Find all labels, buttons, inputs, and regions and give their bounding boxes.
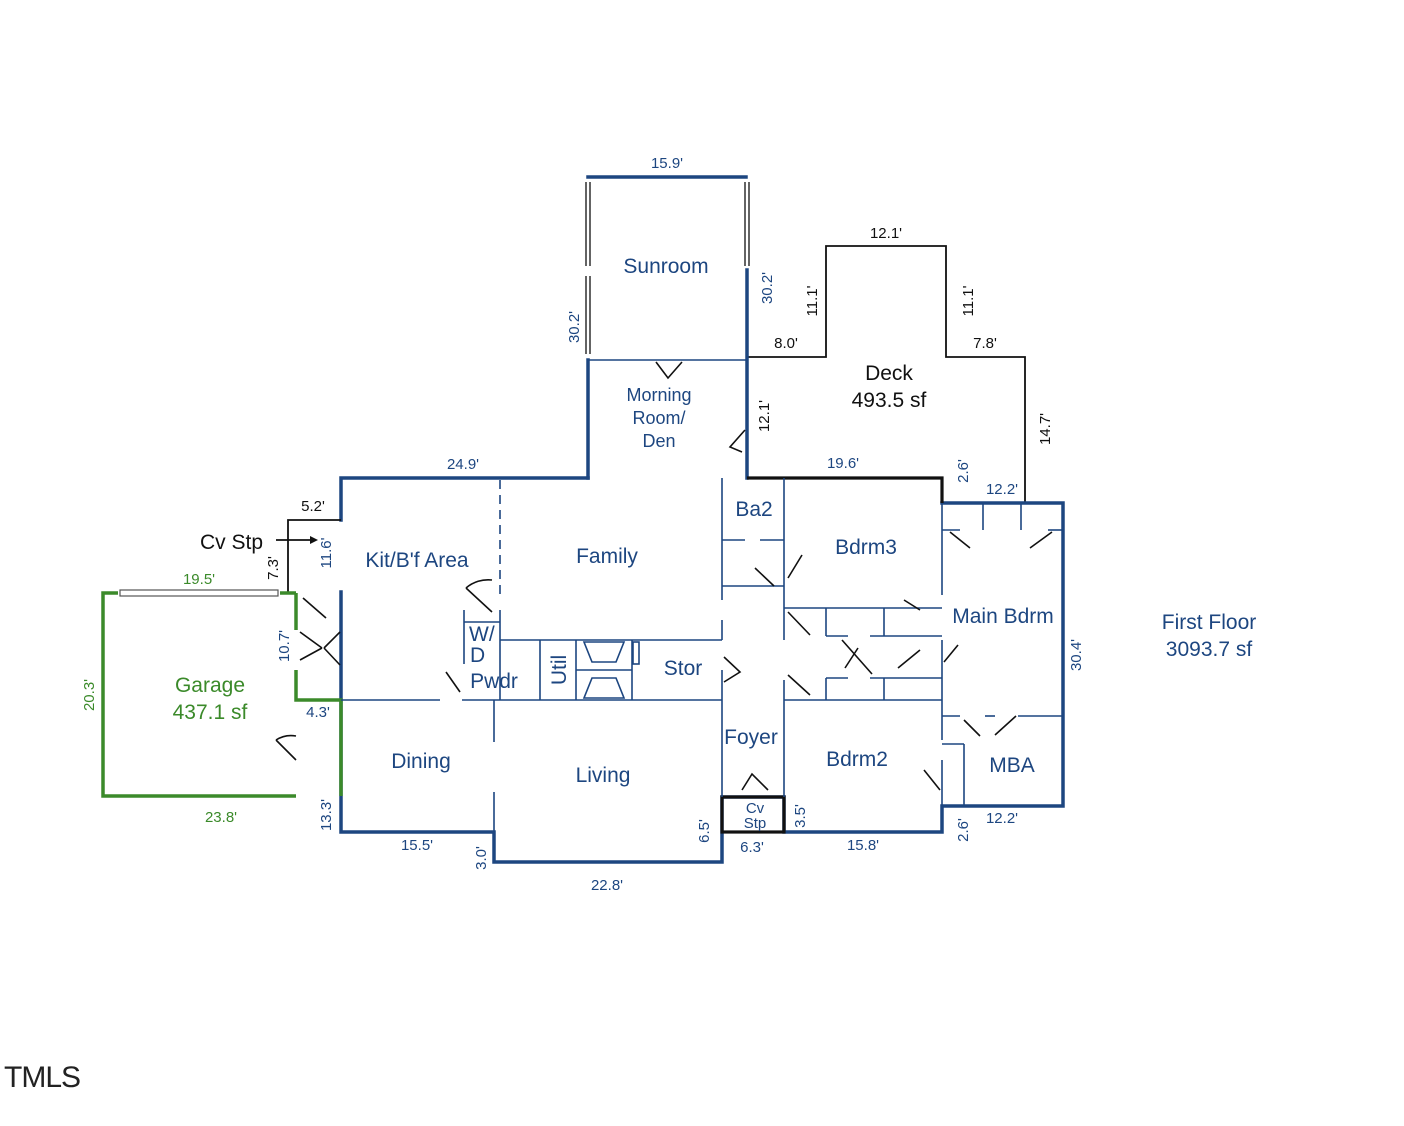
dim-deck-right-up: 11.1': [960, 285, 977, 316]
door-swings: [275, 361, 1053, 791]
dim-garage-jog-bottom: 4.3': [306, 704, 330, 721]
room-ba2: Ba2: [735, 498, 772, 521]
room-morning-line-1: Morning: [626, 385, 691, 405]
garage-walls: [101, 589, 343, 798]
dim-living-bottom: 22.8': [591, 877, 623, 894]
room-living: Living: [576, 764, 631, 787]
room-dining: Dining: [391, 750, 451, 773]
room-bdrm3: Bdrm3: [835, 536, 897, 559]
deck-area: 493.5 sf: [852, 389, 927, 412]
room-pwdr: Pwdr: [470, 670, 518, 693]
dim-deck-left-up: 11.1': [804, 285, 821, 316]
dim-main-top: 12.2': [986, 481, 1018, 498]
room-mba: MBA: [989, 754, 1035, 777]
room-kit: Kit/B'f Area: [365, 549, 469, 572]
room-util: Util: [548, 655, 571, 685]
dim-family-top: 24.9': [447, 456, 479, 473]
dim-deck-bottom: 19.6': [827, 455, 859, 472]
floor-area: 3093.7 sf: [1166, 638, 1253, 661]
dim-cvstp-top: 5.2': [301, 498, 325, 515]
garage-name: Garage: [175, 674, 245, 697]
dim-dining-bottom: 15.5': [401, 837, 433, 854]
garage-area: 437.1 sf: [173, 701, 248, 724]
dim-living-jog: 3.0': [473, 846, 490, 870]
dim-garage-jog-left: 10.7': [276, 630, 293, 662]
dim-deck-left: 12.1': [756, 400, 773, 432]
sunroom-walls: [585, 175, 750, 480]
floor-name: First Floor: [1162, 611, 1257, 634]
room-wd-line-2: D: [470, 644, 485, 667]
front-cv-stp-line-1: Cv: [746, 800, 765, 817]
dim-notch-bottom: 2.6': [955, 818, 972, 842]
room-main-bdrm: Main Bdrm: [952, 605, 1054, 628]
dim-deck-left-step: 8.0': [774, 335, 798, 352]
dim-bdrm2-jog: 3.5': [792, 804, 809, 828]
side-cv-stp-outline: [276, 519, 341, 592]
room-sunroom: Sunroom: [623, 255, 708, 278]
interior-walls: [341, 478, 1063, 832]
dim-main-right: 30.4': [1068, 639, 1085, 671]
dim-garage-top: 19.5': [183, 571, 215, 588]
tmls-logo: TMLS: [4, 1061, 80, 1094]
dim-main-bottom: 12.2': [986, 810, 1018, 827]
room-foyer: Foyer: [724, 726, 778, 749]
dim-garage-bottom: 23.8': [205, 809, 237, 826]
dim-cvstp-side: 7.3': [265, 556, 282, 580]
dim-bdrm2-bottom: 15.8': [847, 837, 879, 854]
dim-kit-left: 11.6': [318, 537, 335, 568]
dim-deck-right: 14.7': [1037, 413, 1054, 445]
dim-garage-left: 20.3': [81, 679, 98, 711]
dim-front-cvstp: 6.3': [740, 839, 764, 856]
dim-notch-top: 2.6': [955, 459, 972, 483]
dim-sunroom-top: 15.9': [651, 155, 683, 172]
dim-foyer-jog: 6.5': [696, 819, 713, 843]
room-morning-line-2: Room/: [632, 408, 685, 428]
dim-sunroom-left: 30.2': [566, 311, 583, 343]
deck-name: Deck: [865, 362, 913, 385]
room-bdrm2: Bdrm2: [826, 748, 888, 771]
dim-sunroom-right: 30.2': [759, 272, 776, 304]
deck-outline: [748, 245, 1026, 503]
room-family: Family: [576, 545, 638, 568]
room-wd-line-1: W/: [469, 623, 495, 646]
dim-deck-right-step: 7.8': [973, 335, 997, 352]
side-cv-stp: Cv Stp: [200, 531, 263, 554]
room-stor: Stor: [664, 657, 703, 680]
dim-dining-left: 13.3': [318, 799, 335, 831]
room-morning-line-3: Den: [642, 431, 675, 451]
dim-deck-top: 12.1': [870, 225, 902, 242]
front-cv-stp-line-2: Stp: [744, 815, 767, 832]
